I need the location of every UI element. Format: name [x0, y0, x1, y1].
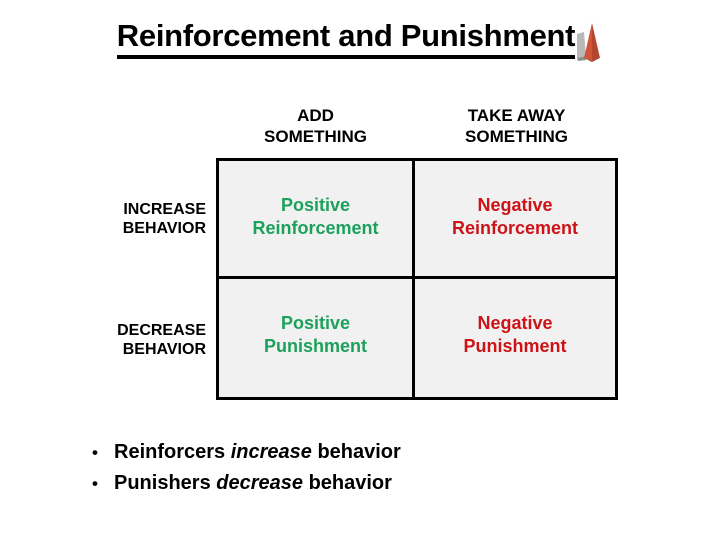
cell-line1: Positive [280, 195, 351, 215]
row-header-line2: BEHAVIOR [122, 340, 206, 358]
summary-bullet-list: • Reinforcers increase behavior • Punish… [92, 437, 652, 499]
cell-line1: Negative [477, 195, 553, 215]
bullet-dot-icon: • [92, 443, 98, 462]
bullet-prefix: Punishers [114, 472, 217, 494]
cell-positive-reinforcement: Positive Reinforcement [216, 158, 415, 279]
bullet-emphasis: decrease [216, 472, 304, 494]
cell-line2: Punishment [463, 336, 567, 356]
row-header-increase-behavior: INCREASE BEHAVIOR [98, 158, 216, 279]
column-header-line2: SOMETHING [465, 127, 568, 146]
list-item: • Reinforcers increase behavior [92, 437, 652, 468]
pyramid-logo-icon [573, 18, 603, 64]
cell-line2: Reinforcement [451, 218, 579, 238]
bullet-emphasis: increase [230, 441, 312, 463]
cell-line2: Reinforcement [252, 218, 379, 238]
cell-negative-reinforcement: Negative Reinforcement [415, 158, 618, 279]
bullet-dot-icon: • [92, 474, 98, 493]
title-bar: Reinforcement and Punishment [0, 18, 720, 68]
column-header-line2: SOMETHING [264, 127, 367, 146]
column-header-add-something: ADD SOMETHING [216, 100, 415, 158]
bullet-prefix: Reinforcers [114, 441, 231, 463]
cell-line1: Positive [280, 313, 351, 333]
column-header-line1: TAKE AWAY [467, 106, 566, 125]
column-header-take-away-something: TAKE AWAY SOMETHING [415, 100, 618, 158]
matrix-corner-blank [98, 100, 216, 158]
row-header-decrease-behavior: DECREASE BEHAVIOR [98, 279, 216, 400]
cell-positive-punishment: Positive Punishment [216, 279, 415, 400]
bullet-suffix: behavior [303, 472, 392, 494]
page-title: Reinforcement and Punishment [116, 18, 575, 59]
cell-line2: Punishment [263, 336, 367, 356]
cell-negative-punishment: Negative Punishment [415, 279, 618, 400]
reinforcement-punishment-matrix: ADD SOMETHING TAKE AWAY SOMETHING INCREA… [98, 100, 618, 400]
row-header-line1: DECREASE [117, 321, 206, 339]
row-header-line1: INCREASE [123, 200, 206, 218]
bullet-text: Punishers decrease behavior [114, 468, 392, 498]
bullet-text: Reinforcers increase behavior [114, 437, 401, 467]
list-item: • Punishers decrease behavior [92, 468, 652, 499]
cell-line1: Negative [477, 313, 553, 333]
column-header-line1: ADD [297, 106, 334, 125]
bullet-suffix: behavior [311, 441, 401, 463]
row-header-line2: BEHAVIOR [122, 219, 206, 237]
